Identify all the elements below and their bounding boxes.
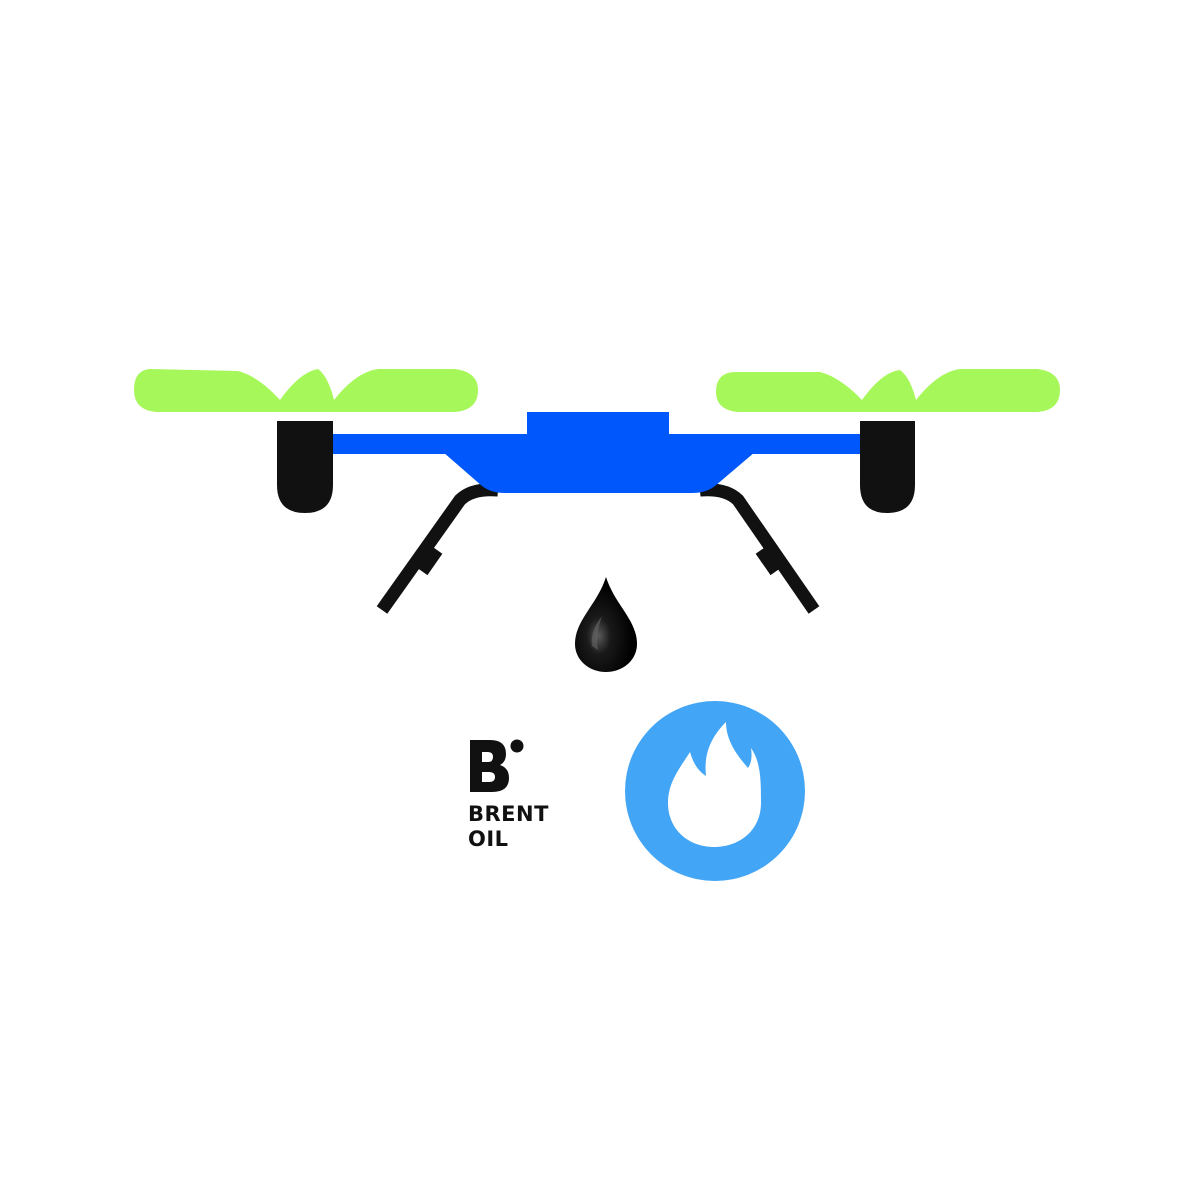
brand-name-line2: OIL (468, 827, 509, 851)
brent-b-logo-icon (468, 738, 528, 794)
right-propeller-icon (716, 369, 1060, 412)
left-motor-icon (277, 421, 333, 513)
oil-drop-icon (575, 577, 637, 672)
left-propeller-icon (134, 369, 478, 412)
flame-badge (625, 701, 805, 881)
flame-icon (668, 722, 761, 847)
drone-body-icon (440, 412, 755, 493)
landing-legs-icon (376, 483, 820, 614)
leg-clips-icon (417, 546, 781, 576)
brand-name-line1: BRENT (468, 802, 549, 826)
right-motor-icon (860, 421, 915, 513)
brand-block: BRENT OIL (468, 738, 588, 858)
